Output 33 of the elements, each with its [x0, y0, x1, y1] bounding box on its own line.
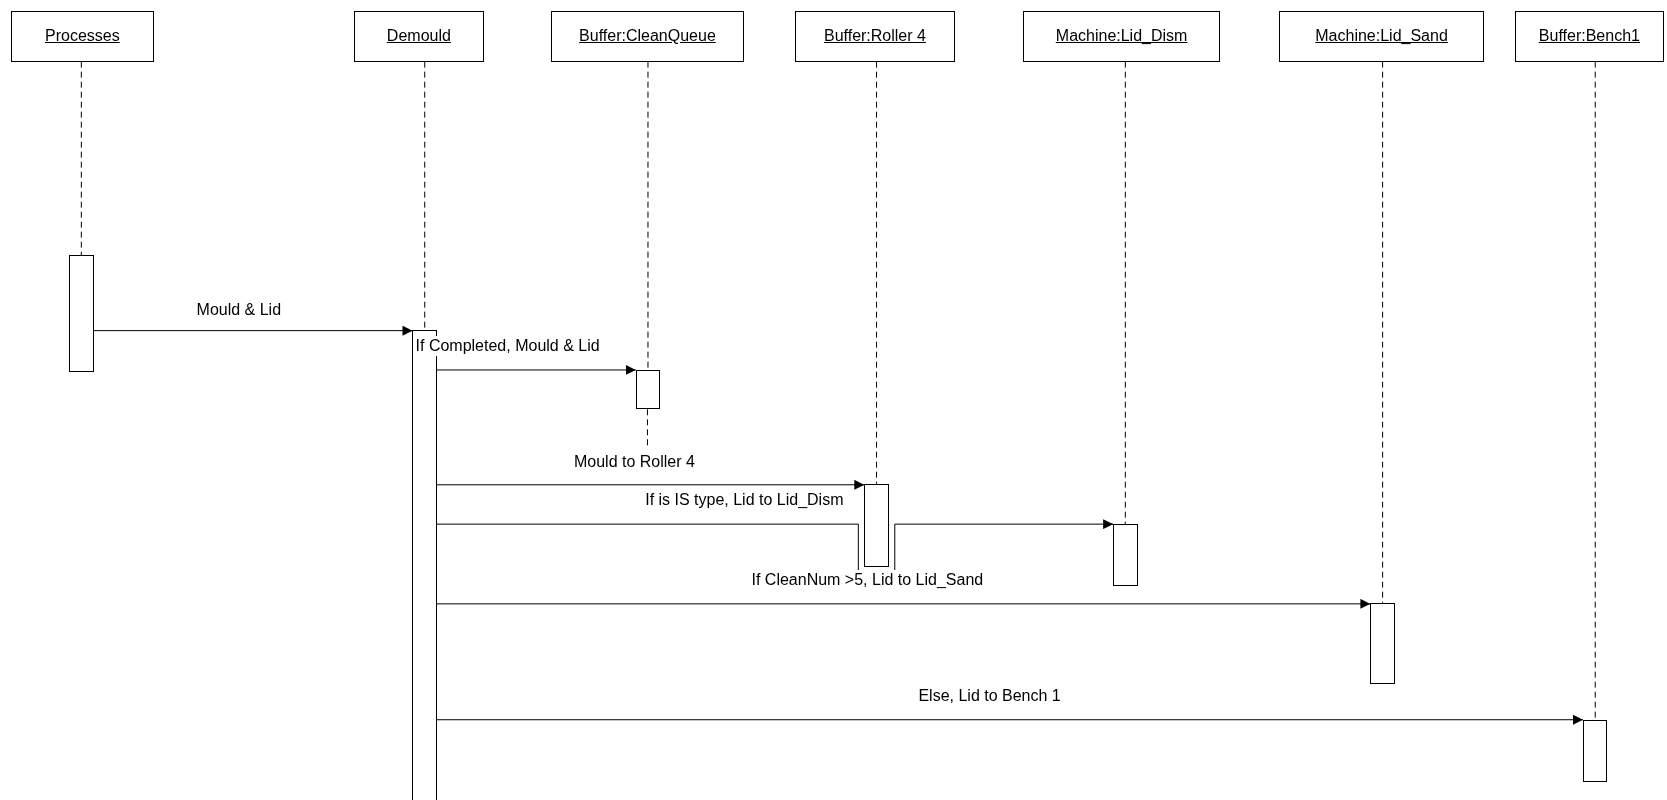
- activation-bar: [1113, 524, 1138, 586]
- message-arrow: [436, 714, 1584, 725]
- lifeline: [1124, 61, 1126, 525]
- object-name: Processes: [45, 26, 120, 47]
- object-name: Buffer:Bench1: [1538, 26, 1640, 47]
- object-name: Machine:Lid_Dism: [1055, 26, 1188, 47]
- lifeline-header: [550, 10, 745, 62]
- object-name: Machine:Lid_Sand: [1315, 26, 1448, 47]
- lifeline-header: [354, 10, 484, 62]
- message-arrow: [93, 325, 413, 336]
- lifeline-header: [1514, 10, 1664, 62]
- lifeline: [647, 61, 649, 371]
- lifeline: [1594, 61, 1596, 721]
- object-name: Demould: [386, 26, 451, 47]
- activation-bar: [1583, 719, 1608, 783]
- lifeline-header: [795, 10, 955, 62]
- activation-bar: [1370, 602, 1395, 684]
- message-label: If is IS type, Lid to Lid_Dism: [643, 490, 846, 511]
- lifeline-header: [1022, 10, 1221, 62]
- lifeline-header: [10, 10, 155, 62]
- activation-bar: [69, 255, 94, 373]
- lifeline: [424, 61, 426, 331]
- lifeline-header: [1278, 10, 1485, 62]
- lifeline: [80, 61, 82, 256]
- message-arrow: [436, 598, 1371, 609]
- message-arrow: [436, 479, 865, 490]
- message-arrow: [436, 364, 637, 375]
- activation-bar: [635, 369, 661, 410]
- object-name: Buffer:CleanQueue: [579, 26, 716, 47]
- object-name: Buffer:Roller 4: [823, 26, 926, 47]
- activation-bar: [864, 483, 889, 567]
- lifeline: [876, 61, 878, 485]
- lifeline: [1382, 61, 1384, 604]
